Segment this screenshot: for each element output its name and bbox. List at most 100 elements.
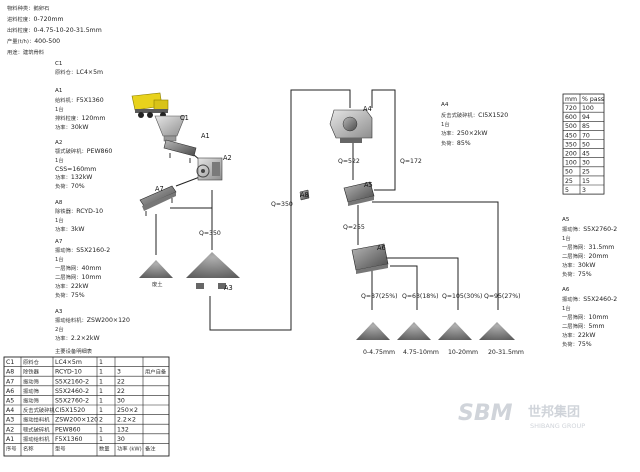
equipment-table-cell: 颚式破碎机	[23, 425, 50, 433]
equipment-table-cell: F5X1360	[55, 436, 83, 443]
equipment-table-cell: 1	[99, 398, 103, 405]
svg-text:二层筛网：5mm: 二层筛网：5mm	[562, 322, 605, 330]
svg-text:A8: A8	[300, 191, 309, 199]
pass-table-header: mm	[565, 96, 577, 103]
equipment-table-cell: 用户自备	[145, 368, 167, 376]
equipment-table-cell: 1	[99, 369, 103, 376]
pass-table-cell: 15	[582, 178, 590, 185]
svg-text:Q=350: Q=350	[199, 230, 221, 237]
product-pile-3	[438, 322, 472, 340]
svg-text:A4: A4	[441, 102, 449, 108]
svg-text:A1: A1	[201, 132, 210, 140]
svg-text:1台: 1台	[55, 255, 64, 263]
svg-text:产量(t/h)：400-500: 产量(t/h)：400-500	[7, 37, 60, 45]
pass-table-cell: 70	[582, 132, 590, 139]
equipment-table-cell: 22	[117, 378, 125, 385]
equipment-table-cell: RCYD-10	[55, 369, 82, 376]
svg-text:排料粒度：120mm: 排料粒度：120mm	[55, 114, 105, 122]
svg-text:C1: C1	[55, 61, 63, 67]
svg-text:A5: A5	[364, 181, 373, 189]
equipment-table-cell: 250×2	[117, 407, 138, 414]
equipment-table-cell: 1	[99, 426, 103, 433]
svg-text:一层筛网：10mm: 一层筛网：10mm	[562, 313, 608, 321]
svg-text:进料粒度：0-720mm: 进料粒度：0-720mm	[7, 15, 64, 23]
jaw-crusher-icon	[196, 157, 223, 181]
equipment-table-cell: 3	[117, 369, 121, 376]
equipment-table-cell: 2	[99, 417, 103, 424]
svg-text:功率：250×2kW: 功率：250×2kW	[441, 129, 488, 137]
equipment-table-cell: 2.2×2	[117, 417, 136, 424]
svg-text:负荷：85%: 负荷：85%	[441, 139, 471, 147]
svg-text:功率：132kW: 功率：132kW	[55, 173, 92, 181]
equipment-table-header: 功率 (kW)	[117, 445, 142, 453]
svg-text:1台: 1台	[55, 216, 64, 224]
svg-text:A2: A2	[55, 140, 62, 146]
svg-text:振动给料机：ZSW200×120: 振动给料机：ZSW200×120	[55, 316, 130, 324]
svg-text:A7: A7	[55, 239, 63, 245]
equipment-table-cell: 1	[99, 378, 103, 385]
pass-table-header: % pass	[582, 96, 604, 103]
stockpiles	[139, 252, 515, 340]
equipment-table-cell: 132	[117, 426, 129, 433]
equipment-tags: C1 A1 A2 A7 A8 A3 A4 A5 A6	[155, 105, 386, 292]
equipment-table-cell: ZSW200×120	[55, 417, 98, 424]
svg-text:A5: A5	[562, 217, 570, 223]
equipment-table-cell: C1	[6, 359, 14, 366]
pass-table-cell: 94	[582, 114, 590, 121]
svg-text:A6: A6	[562, 287, 570, 293]
product-pile-1	[356, 322, 390, 340]
header-block: 物料种类：鹅卵石 进料粒度：0-720mm 出料粒度：0-4.75-10-20-…	[7, 4, 102, 56]
pass-table-cell: 100	[582, 105, 594, 112]
svg-text:功率：2.2×2kW: 功率：2.2×2kW	[55, 334, 100, 342]
svg-text:A6: A6	[377, 244, 386, 252]
dump-truck-icon	[131, 92, 169, 118]
vibrating-feeder-icon	[163, 139, 197, 163]
equipment-table-cell: 1	[99, 388, 103, 395]
pass-table-cell: 450	[565, 132, 577, 139]
equipment-table-cell: 振动给料机	[23, 435, 50, 443]
svg-text:功率：3kW: 功率：3kW	[55, 225, 85, 233]
svg-text:1台: 1台	[562, 304, 571, 312]
primary-crushed-pile	[186, 252, 240, 278]
svg-text:Q=172: Q=172	[400, 158, 422, 165]
svg-text:Q=63(18%): Q=63(18%)	[402, 293, 439, 300]
pass-table-cell: 350	[565, 141, 577, 148]
svg-text:1台: 1台	[562, 234, 571, 242]
equipment-table-header: 备注	[145, 445, 156, 453]
shibang-logo: SBM 世邦集团 SHIBANG GROUP	[458, 401, 585, 430]
svg-text:颚式破碎机：PEW860: 颚式破碎机：PEW860	[55, 147, 112, 155]
equipment-table-cell: S5X2160-2	[55, 378, 89, 385]
svg-text:负荷：75%: 负荷：75%	[562, 340, 592, 348]
logo-mark: SBM	[458, 401, 513, 426]
svg-text:功率：22kW: 功率：22kW	[562, 331, 595, 339]
svg-text:出料粒度：0-4.75-10-20-31.5mm: 出料粒度：0-4.75-10-20-31.5mm	[7, 26, 102, 34]
equipment-table-cell: 30	[117, 436, 125, 443]
svg-text:Q=95(27%): Q=95(27%)	[484, 293, 521, 300]
svg-text:A2: A2	[223, 154, 232, 162]
pass-table-cell: 3	[582, 187, 586, 194]
pass-table-cell: 720	[565, 105, 577, 112]
feeder-a3-right-icon	[218, 283, 226, 289]
equipment-table-cell: 1	[99, 359, 103, 366]
svg-text:负荷：75%: 负荷：75%	[55, 291, 85, 299]
equipment-table-cell: 原料仓	[23, 358, 40, 366]
equipment-table-cell: A4	[6, 407, 14, 414]
svg-text:振动筛：S5X2460-2: 振动筛：S5X2460-2	[562, 295, 617, 303]
svg-text:除铁器：RCYD-10: 除铁器：RCYD-10	[55, 207, 103, 215]
pass-table-cell: 25	[565, 178, 573, 185]
logo-cn: 世邦集团	[528, 404, 580, 420]
pass-table-cell: 500	[565, 123, 577, 130]
svg-text:C1: C1	[180, 114, 189, 122]
svg-text:振动筛：S5X2160-2: 振动筛：S5X2160-2	[55, 246, 110, 254]
svg-text:2台: 2台	[55, 325, 64, 333]
equipment-table-header: 序号	[6, 445, 17, 453]
svg-text:负荷：70%: 负荷：70%	[55, 182, 85, 190]
svg-text:1台: 1台	[55, 156, 64, 164]
equipment-table-cell: 22	[117, 388, 125, 395]
logo-en: SHIBANG GROUP	[530, 422, 585, 430]
svg-text:Q=522: Q=522	[338, 158, 360, 165]
equipment-table-header: 型号	[55, 445, 66, 453]
